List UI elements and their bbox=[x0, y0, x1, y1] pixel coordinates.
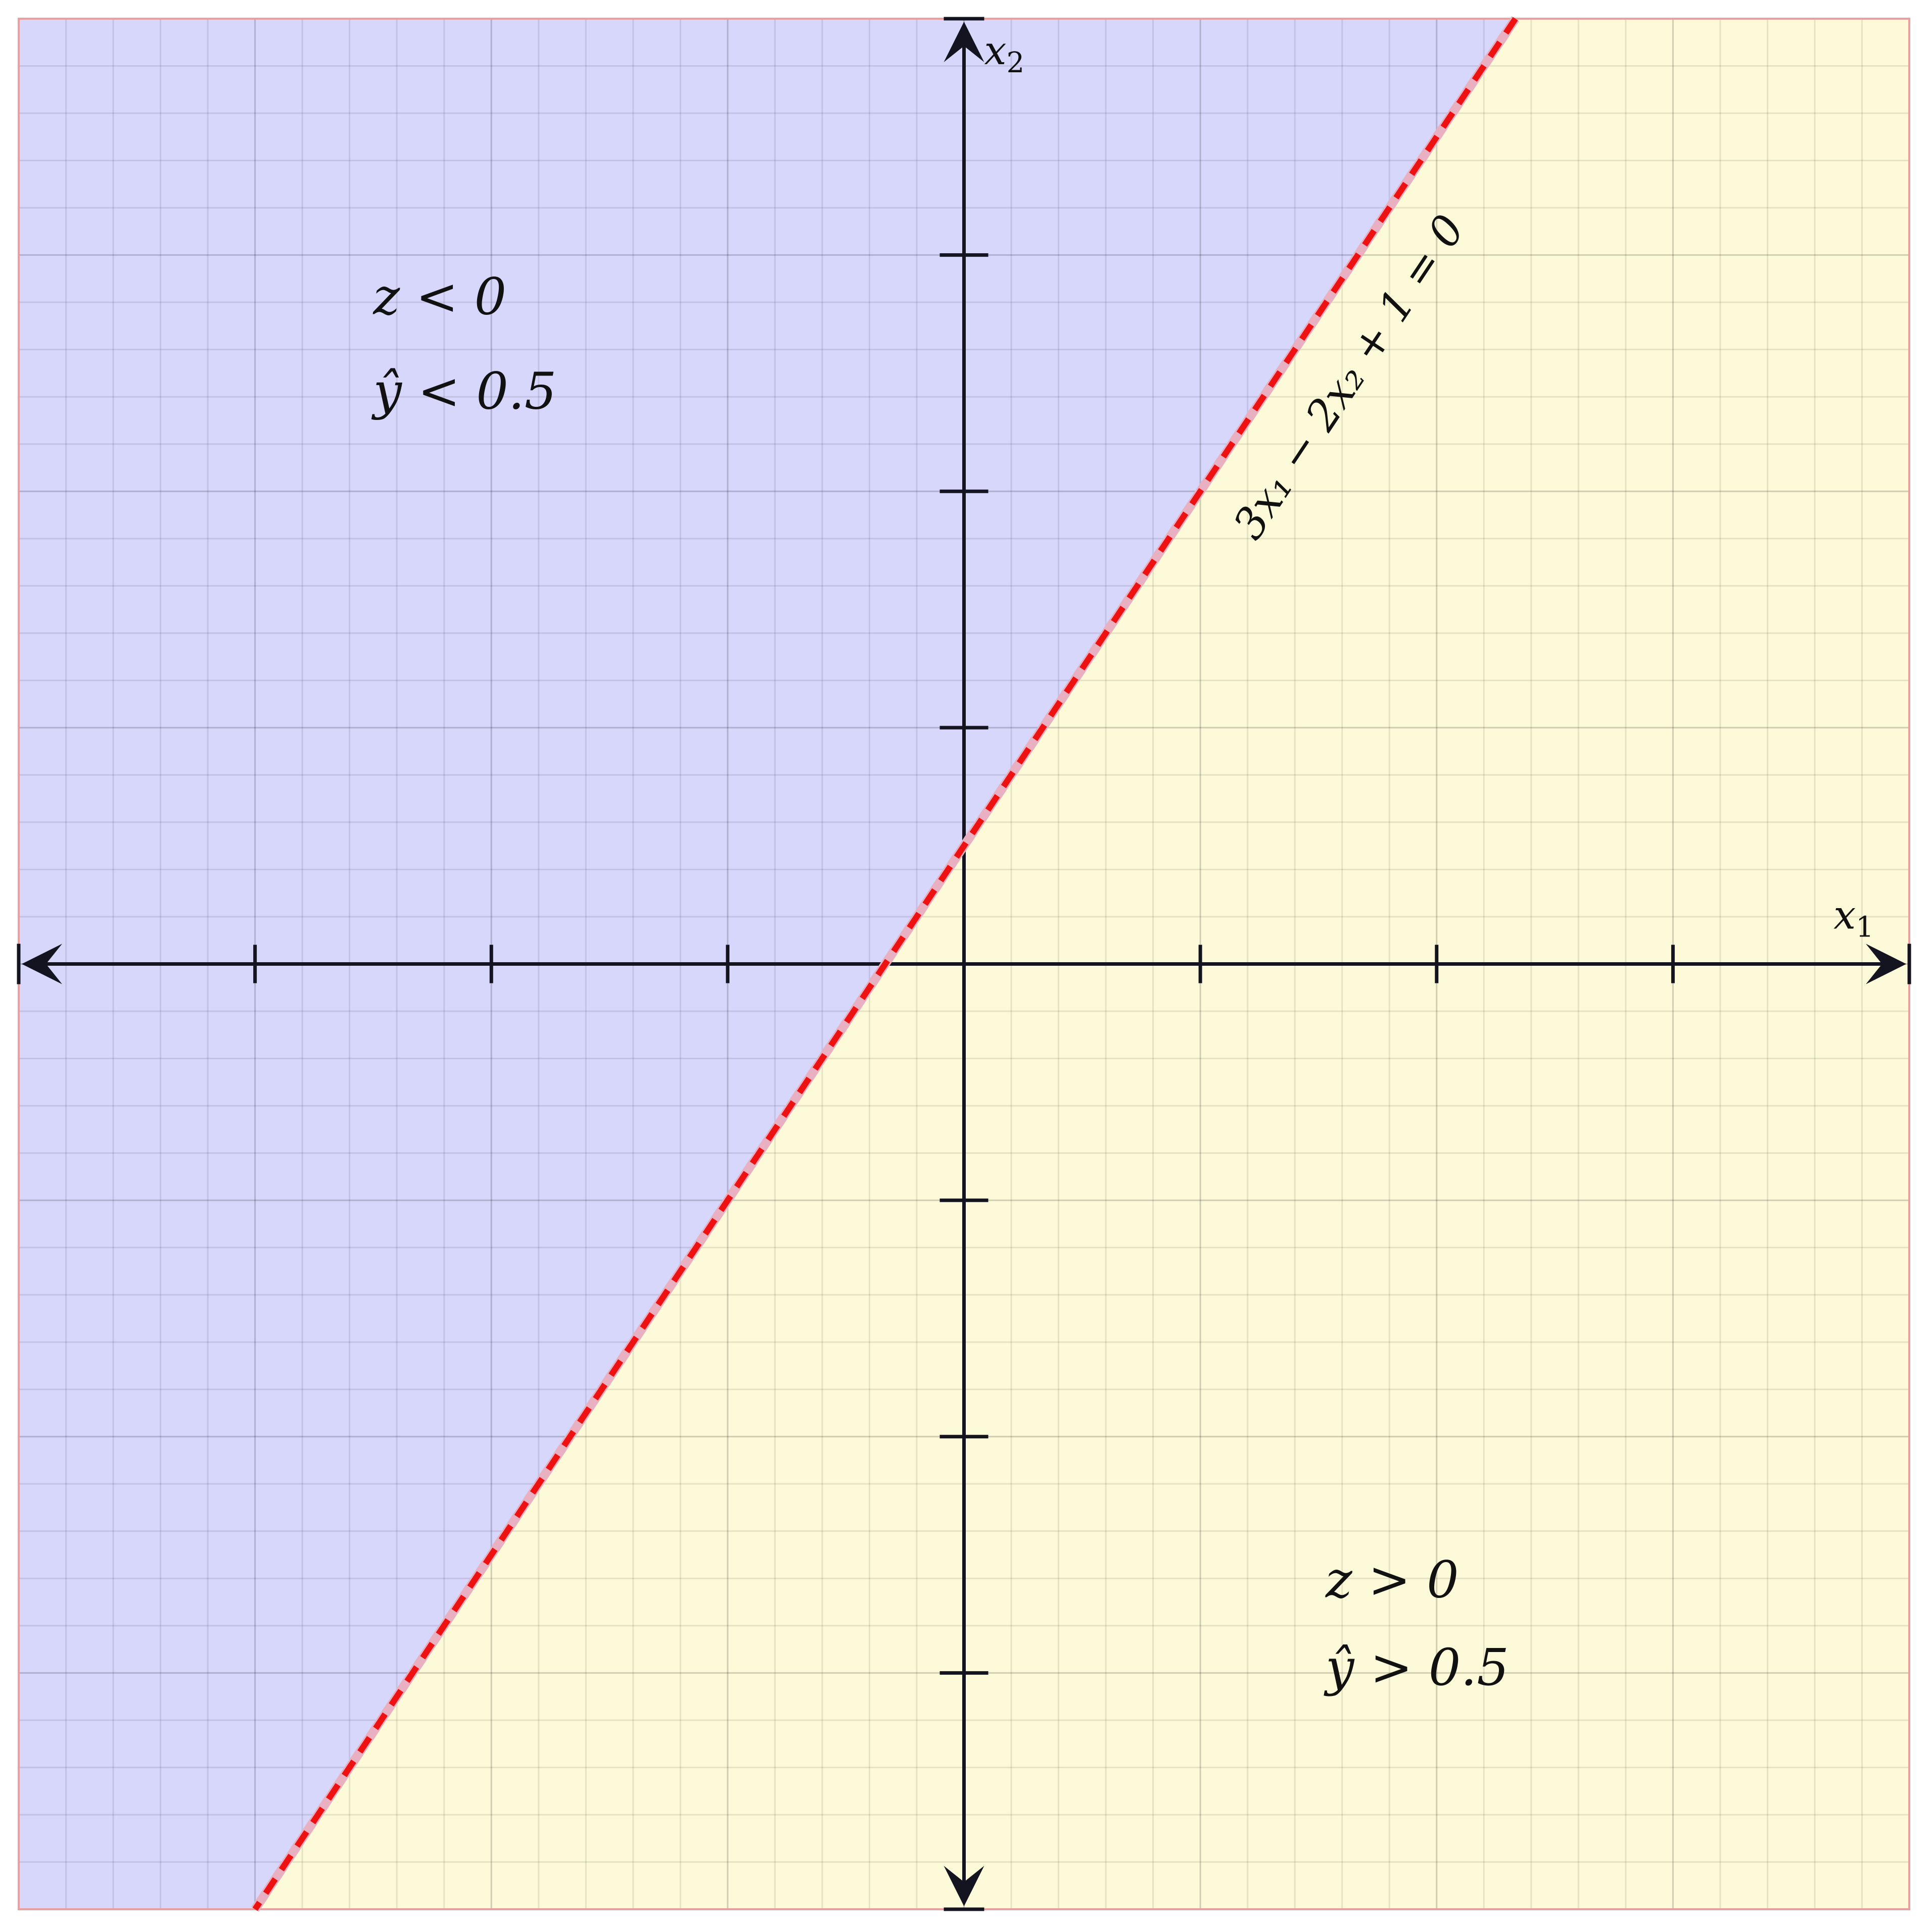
x1-axis-label-main: x bbox=[1833, 893, 1856, 938]
x2-axis-arrow-up bbox=[944, 22, 984, 62]
x2-axis-label-main: x bbox=[984, 28, 1007, 74]
region-label-yhat-above: ŷ > 0.5 bbox=[1324, 1638, 1509, 1697]
boundary-line bbox=[252, 17, 1518, 1911]
x1-axis-label-sub: 1 bbox=[1856, 911, 1874, 944]
x2-axis-label: x2 bbox=[984, 28, 1025, 79]
region-label-z-negative: z < 0 bbox=[372, 267, 506, 326]
boundary-layer bbox=[251, 16, 1520, 1912]
x2-axis-label-sub: 2 bbox=[1007, 46, 1025, 79]
x2-axis-arrow-down bbox=[944, 1866, 984, 1906]
x1-axis-label: x1 bbox=[1833, 893, 1874, 944]
x1-axis-arrow-left bbox=[22, 944, 62, 984]
axes-layer bbox=[17, 17, 1911, 1911]
region-label-z-positive: z > 0 bbox=[1325, 1550, 1459, 1610]
region-label-yhat-below: ŷ < 0.5 bbox=[371, 362, 556, 421]
x1-axis-arrow-right bbox=[1866, 944, 1906, 984]
